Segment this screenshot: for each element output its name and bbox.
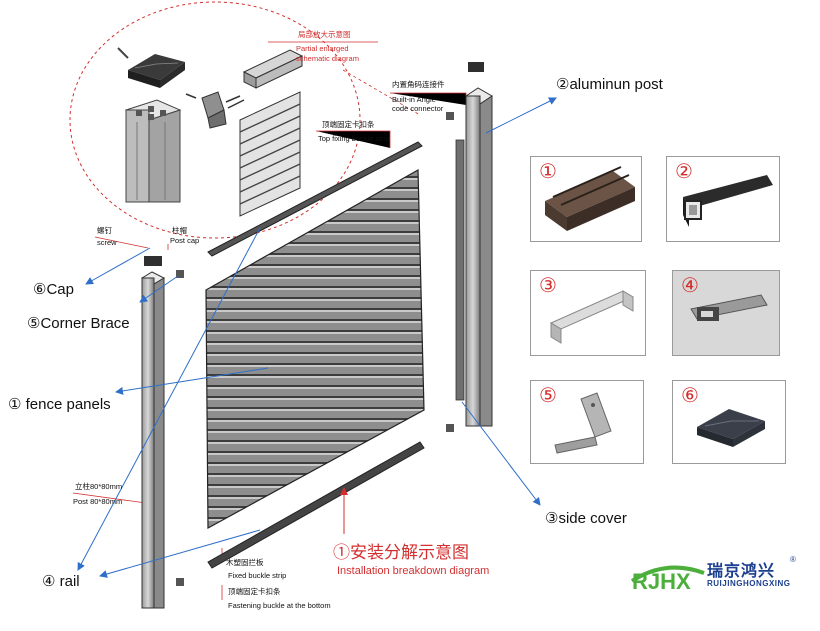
rail-sample	[673, 271, 779, 355]
photo-number-1: ①	[539, 159, 557, 183]
callout-angle-en-2: code connector	[392, 104, 444, 113]
callout-fixed-strip-en: Fixed buckle strip	[228, 571, 287, 580]
corner-brace-sample	[554, 392, 612, 454]
detail-leader	[342, 69, 421, 116]
label-cap: ⑥Cap	[33, 281, 74, 298]
callout-enlarged-cn: 局部放大示意图	[298, 30, 351, 39]
photo-number-6: ⑥	[681, 383, 699, 407]
callout-enlarged-en-2: schematic diagram	[296, 54, 359, 63]
logo-name-en: RUIJINGHONGXING	[707, 579, 791, 588]
detail-panels	[239, 91, 301, 217]
photo-number-4: ④	[681, 273, 699, 297]
bottom-buckle-strip	[207, 441, 425, 569]
callout-top-strip-cn: 顶端固定卡扣条	[322, 120, 375, 129]
callout-fixed-strip-cn: 木塑固拦板	[226, 558, 264, 567]
installation-title-en: Installation breakdown diagram	[337, 565, 490, 577]
callout-angle-en-1: Built-in Angle	[392, 95, 436, 104]
aluminum-post-sample	[683, 175, 773, 227]
photo-fence-panel: ①	[530, 156, 642, 242]
callout-postcap-cn: 柱帽	[172, 226, 187, 235]
side-cover-sample	[549, 290, 635, 344]
label-corner-brace: ⑤Corner Brace	[27, 315, 130, 332]
label-rail: ④ rail	[42, 573, 80, 590]
logo-name-cn: 瑞京鸿兴	[707, 563, 776, 580]
photo-number-2: ②	[675, 159, 693, 183]
photo-cap: ⑥	[672, 380, 786, 464]
detail-circle	[69, 1, 361, 239]
callout-angle-cn: 内置角码连接件	[392, 80, 445, 89]
callout-screw-cn: 螺钉	[97, 226, 112, 235]
photo-number-5: ⑤	[539, 383, 557, 407]
label-aluminum-post: ②aluminun post	[556, 76, 663, 93]
cap-sample	[697, 409, 765, 447]
callout-screw-en: screw	[97, 238, 117, 247]
company-logo: RJHX	[628, 555, 708, 600]
fence-panel-shape	[205, 168, 425, 530]
side-cover-shape	[455, 139, 465, 401]
detail-rail	[242, 49, 304, 89]
logo-mark: RJHX	[630, 565, 705, 594]
callout-bottom-strip-cn: 顶端固定卡扣条	[228, 587, 281, 596]
installation-title-cn: ①安装分解示意图	[333, 543, 469, 562]
photo-number-3: ③	[539, 273, 557, 297]
callout-enlarged-en-1: Partial enlarged	[296, 44, 349, 53]
photo-aluminum-post: ②	[666, 156, 780, 242]
detail-post	[124, 99, 182, 203]
callout-post-cn: 立柱80*80mm	[75, 482, 123, 491]
callout-bottom-strip-en: Fastening buckle at the bottom	[228, 601, 331, 610]
top-fixing-strip	[207, 141, 423, 257]
detail-bracket	[185, 91, 245, 129]
label-side-cover: ③side cover	[545, 510, 627, 527]
callout-top-strip-en: Top fixing buckle strip	[318, 134, 390, 143]
detail-post-cap	[128, 54, 185, 88]
photo-rail: ④	[672, 270, 780, 356]
logo-mark-text: RJHX	[632, 569, 691, 594]
photo-side-cover: ③	[530, 270, 646, 356]
callout-postcap-en: Post cap	[170, 236, 200, 245]
detail-screw	[117, 47, 129, 59]
logo-registered: ®	[790, 555, 796, 564]
callout-post-en: Post 80*80mm	[73, 497, 123, 506]
label-fence-panels: ① fence panels	[8, 396, 111, 413]
left-post-shape	[140, 256, 184, 609]
photo-corner-brace: ⑤	[530, 380, 644, 464]
right-post-shape	[446, 62, 493, 432]
fence-panel-sample	[545, 166, 635, 231]
